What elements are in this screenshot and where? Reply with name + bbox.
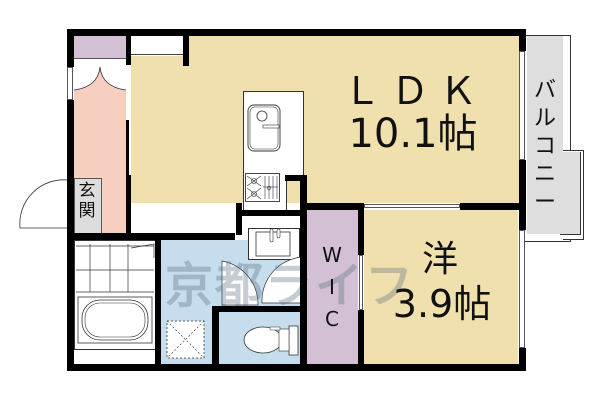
ldk-floor	[131, 36, 519, 203]
washing-machine-pan-icon	[166, 320, 205, 359]
western-window	[519, 230, 525, 348]
closet-door-icon	[73, 65, 127, 93]
wall-bottom	[67, 364, 525, 371]
sliding-door-ldk-western	[364, 204, 460, 208]
wall-left	[67, 29, 74, 67]
bath-tile-grid-icon	[76, 243, 155, 293]
western-room-floor	[364, 210, 518, 364]
watermark: 京都ライフ	[164, 258, 415, 314]
western-room-label: 洋	[421, 239, 458, 280]
sliding-door-wic	[359, 255, 363, 310]
ldk-label: ＬＤＫ	[342, 69, 487, 113]
stove-icon	[245, 173, 280, 202]
shoe-closet	[74, 36, 126, 58]
balcony-floor	[527, 36, 563, 234]
entrance-window	[67, 67, 73, 100]
balcony-label: バ ル コ ニ ー	[533, 78, 556, 215]
wic-label: W I C	[322, 243, 342, 331]
wall-top	[67, 29, 268, 36]
washbasin-icon	[255, 228, 291, 257]
washroom-doors-icon	[221, 256, 303, 306]
wic-floor	[307, 210, 358, 364]
genkan-label: 玄 関	[78, 181, 96, 221]
toilet-icon	[243, 325, 299, 356]
western-room-size: 3.9帖	[392, 282, 492, 326]
ldk-size: 10.1帖	[348, 111, 478, 157]
wall-right	[519, 29, 526, 51]
entry-door-swing-icon	[19, 179, 69, 229]
balcony-window	[519, 51, 525, 160]
bathtub-icon	[77, 296, 153, 344]
sink-icon	[247, 104, 281, 152]
